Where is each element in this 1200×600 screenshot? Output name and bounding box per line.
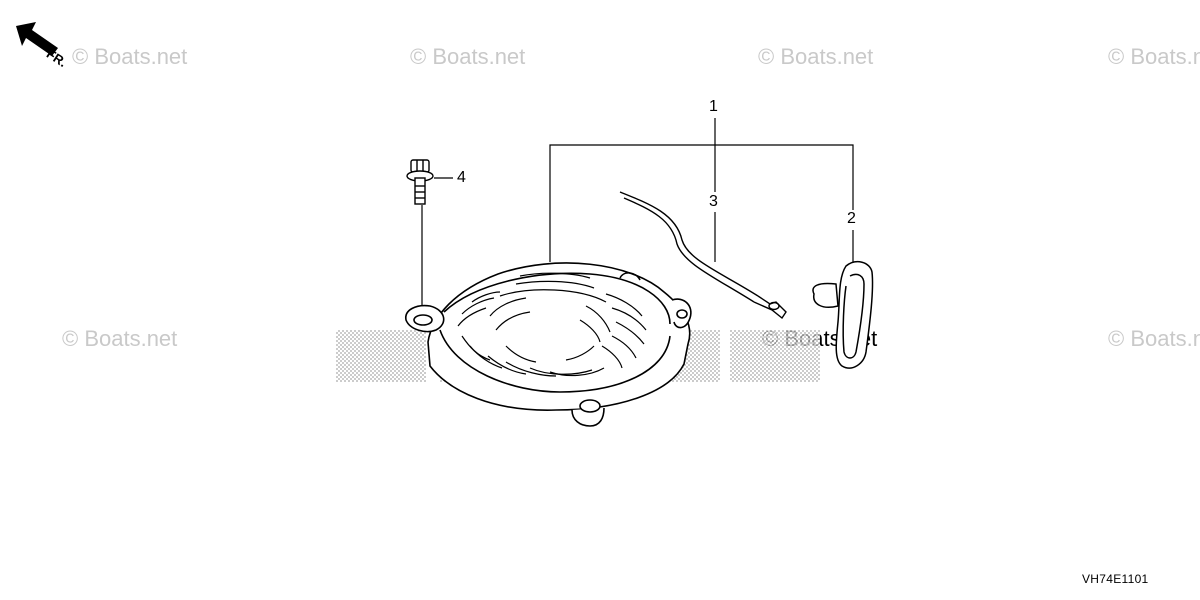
leader-lines [421, 118, 854, 318]
callout-4: 4 [457, 169, 466, 186]
cover-vent-slots [457, 272, 647, 377]
diagram-code: VH74E1101 [1082, 572, 1149, 586]
watermark: © Boats.net [1108, 326, 1200, 351]
watermark: © Boats.net [410, 44, 526, 69]
flange-bolt [406, 159, 434, 205]
front-direction-arrow-icon [16, 22, 58, 56]
watermark: © Boats.net [1108, 44, 1200, 69]
callout-2: 2 [847, 210, 856, 227]
starter-rope [619, 191, 787, 320]
callout-1: 1 [709, 98, 718, 115]
watermark: © Boats.net [72, 44, 188, 69]
starter-grip [812, 260, 874, 369]
recoil-starter-assembly [405, 262, 692, 427]
watermark: © Boats.net [62, 326, 178, 351]
watermark: © Boats.net [758, 44, 874, 69]
callout-3: 3 [709, 193, 718, 210]
